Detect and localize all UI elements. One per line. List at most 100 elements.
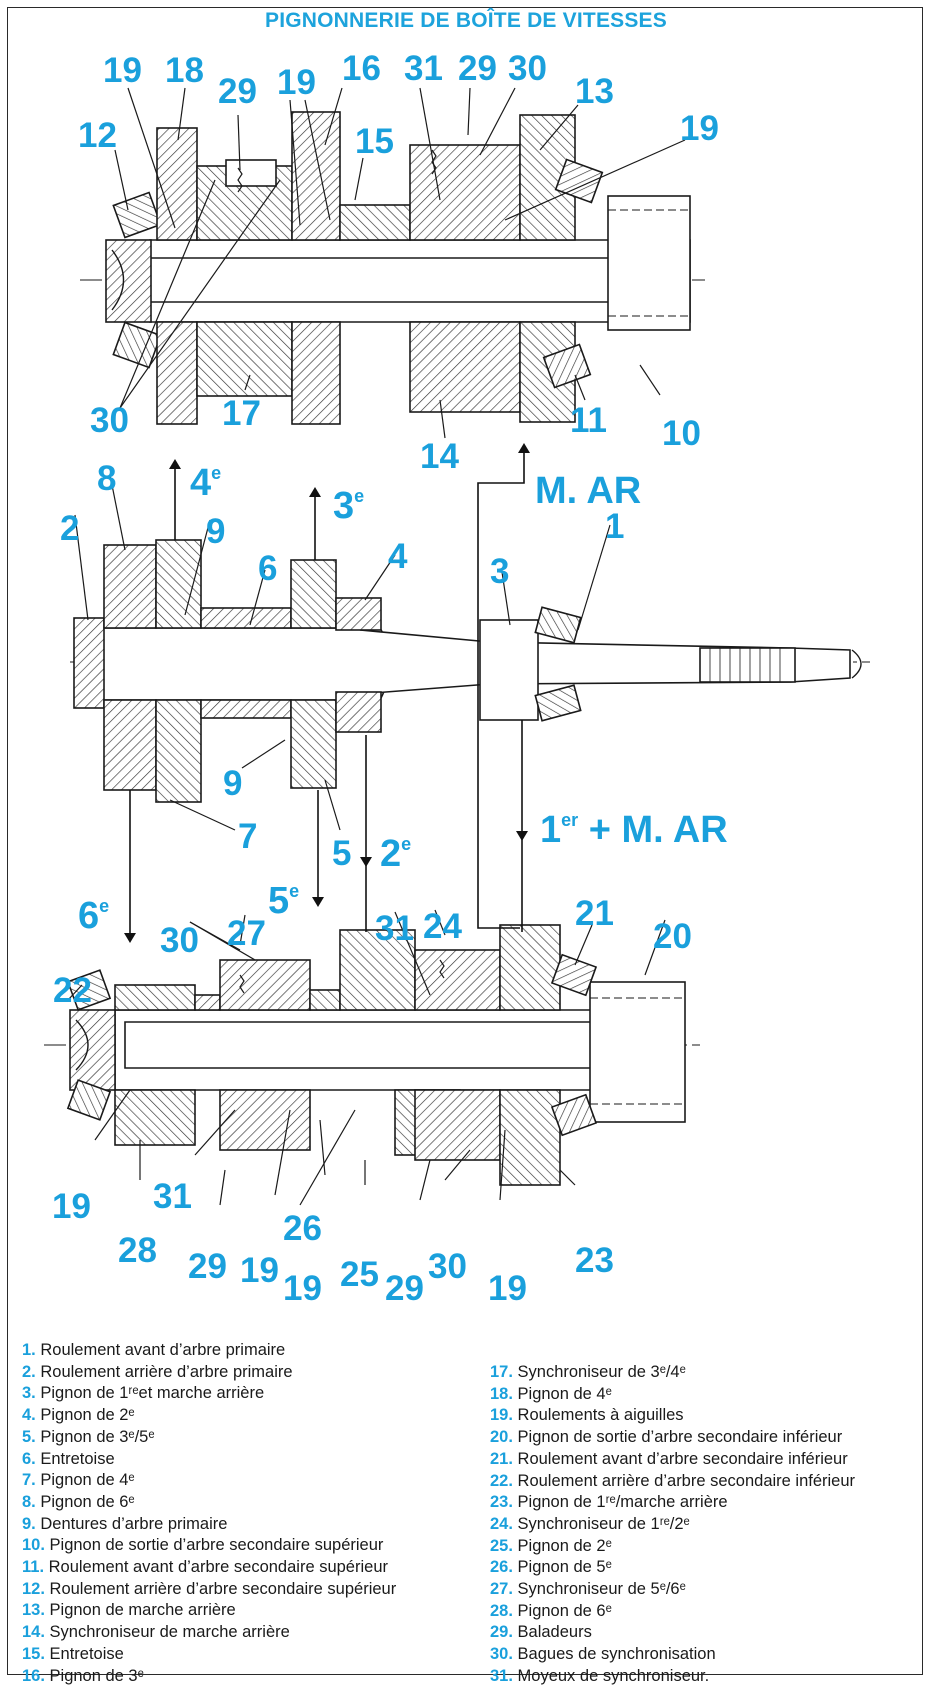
legend-item-text: Synchroniseur de marche arrière [49,1623,290,1642]
callout-18: 18 [165,51,204,90]
callout-19: 19 [283,1269,322,1308]
legend-item: 6. Entretoise [22,1449,396,1471]
callout-1: 1 [605,507,624,546]
callout-29: 29 [458,49,497,88]
legend-item: 18. Pignon de 4ᵉ [490,1384,855,1406]
callout-3: 3 [490,552,509,591]
legend-item-text: Pignon de sortie d’arbre secondaire supé… [49,1536,384,1555]
legend-item: 3. Pignon de 1ʳᵉet marche arrière [22,1383,396,1405]
legend-item-text: Roulement arrière d’arbre primaire [40,1362,293,1381]
callout-20: 20 [653,917,692,956]
legend-item: 4. Pignon de 2ᵉ [22,1405,396,1427]
callout-8: 8 [97,459,116,498]
legend-item: 27. Synchroniseur de 5ᵉ/6ᵉ [490,1579,855,1601]
legend-item: 2. Roulement arrière d’arbre primaire [22,1362,396,1384]
legend-item: 15. Entretoise [22,1644,396,1666]
callout-29: 29 [218,72,257,111]
callout-31: 31 [375,909,414,948]
callout-9: 9 [223,764,242,803]
legend-item: 16. Pignon de 3ᵉ [22,1666,396,1688]
legend-item: 17. Synchroniseur de 3ᵉ/4ᵉ [490,1362,855,1384]
legend-item: 19. Roulements à aiguilles [490,1405,855,1427]
callout-27: 27 [227,914,266,953]
legend-item: 14. Synchroniseur de marche arrière [22,1622,396,1644]
legend-item: 23. Pignon de 1ʳᵉ/marche arrière [490,1492,855,1514]
legend-item-number: 31. [490,1666,513,1685]
callout-26: 26 [283,1209,322,1248]
legend-item-number: 26. [490,1558,513,1577]
legend-item-number: 18. [490,1384,513,1403]
legend-item-text: Pignon de 2ᵉ [517,1536,612,1555]
legend-item: 28. Pignon de 6ᵉ [490,1601,855,1623]
primary-shaft [70,539,870,803]
callout-12: 12 [78,116,117,155]
legend-item: 21. Roulement avant d’arbre secondaire i… [490,1449,855,1471]
legend-item-number: 13. [22,1601,45,1620]
leader-lines [67,87,686,1206]
callout-23: 23 [575,1241,614,1280]
callout-30: 30 [160,921,199,960]
callout-19: 19 [680,109,719,148]
lower-secondary-shaft [44,924,700,1186]
figure-frame [7,7,923,1675]
gear-labels: 4e 3e M. AR 2e 5e 6e 1er + M. AR [78,462,728,937]
legend-item-number: 4. [22,1406,36,1425]
callout-10: 10 [662,414,701,453]
legend-item: 31. Moyeux de synchroniseur. [490,1666,855,1688]
callout-30: 30 [508,49,547,88]
legend-item-number: 1. [22,1341,36,1359]
upper-secondary-shaft [80,111,705,425]
legend-item: 1. Roulement avant d’arbre primaire [22,1340,396,1362]
legend-item-number: 3. [22,1384,36,1403]
gear-label-4th: 4e [190,462,221,504]
legend-item: 22. Roulement arrière d’arbre secondaire… [490,1471,855,1493]
gear-label-2nd: 2e [380,833,411,875]
legend-item-text: Roulements à aiguilles [517,1406,684,1425]
gear-label-5th: 5e [268,880,299,922]
legend-item-number: 14. [22,1623,45,1642]
legend-item-text: Synchroniseur de 3ᵉ/4ᵉ [517,1363,686,1381]
gear-label-3rd: 3e [333,485,364,527]
callout-25: 25 [340,1255,379,1294]
callout-17: 17 [222,394,261,433]
callout-7: 7 [238,817,257,856]
legend-item: 20. Pignon de sortie d’arbre secondaire … [490,1427,855,1449]
callout-9: 9 [206,512,225,551]
gear-label-1st-reverse: 1er + M. AR [540,809,728,851]
legend-item-number: 24. [490,1514,513,1533]
legend-item-number: 10. [22,1536,45,1555]
callout-15: 15 [355,122,394,161]
legend-item-text: Pignon de marche arrière [49,1601,236,1620]
callout-29: 29 [385,1269,424,1308]
legend-item-number: 17. [490,1363,513,1381]
callout-28: 28 [118,1231,157,1270]
legend-item-text: Entretoise [49,1644,124,1663]
legend-item-number: 6. [22,1449,36,1468]
legend-item-number: 22. [490,1471,513,1490]
callout-22: 22 [53,971,92,1010]
legend-item-number: 25. [490,1536,513,1555]
legend-item-text: Pignon de 3ᵉ [49,1666,144,1685]
callout-14: 14 [420,437,459,476]
callout-16: 16 [342,49,381,88]
legend-item-text: Roulement avant d’arbre primaire [40,1341,286,1359]
callout-numbers: 19 18 29 19 16 31 29 30 13 12 15 19 30 1… [52,49,719,1308]
callout-13: 13 [575,72,614,111]
legend-item-text: Pignon de 4ᵉ [517,1384,612,1403]
legend-item-text: Roulement arrière d’arbre secondaire inf… [517,1471,856,1490]
legend-item-text: Roulement avant d’arbre secondaire supér… [48,1558,388,1577]
legend-item: 7. Pignon de 4ᵉ [22,1470,396,1492]
legend-item-number: 27. [490,1580,513,1599]
legend-item-number: 16. [22,1666,45,1685]
legend-item-text: Synchroniseur de 1ʳᵉ/2ᵉ [517,1514,690,1533]
callout-19: 19 [240,1251,279,1290]
callout-30: 30 [428,1247,467,1286]
callout-19: 19 [52,1187,91,1226]
legend-item: 12. Roulement arrière d’arbre secondaire… [22,1579,396,1601]
callout-5: 5 [332,834,351,873]
legend-item-number: 19. [490,1406,513,1425]
callout-19: 19 [488,1269,527,1308]
legend-item-number: 21. [490,1449,513,1468]
legend-item-text: Pignon de 4ᵉ [40,1471,135,1490]
